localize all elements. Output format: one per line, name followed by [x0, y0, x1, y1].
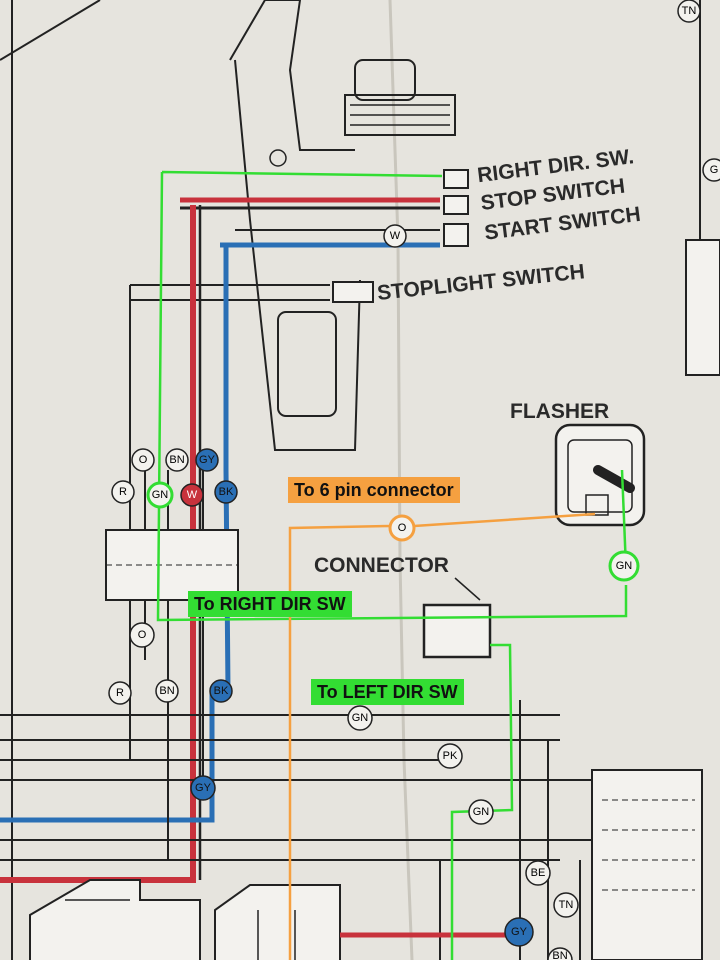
svg-text:TN: TN [559, 899, 574, 911]
wire-circle-o-6pin: O [388, 514, 416, 542]
stoplight-switch-terminal [332, 281, 374, 303]
svg-text:GN: GN [616, 560, 633, 572]
label-flasher: FLASHER [510, 400, 609, 423]
bottom-connector-right [214, 884, 341, 960]
highlight-6pin-path [288, 512, 596, 960]
svg-text:TN: TN [682, 5, 697, 17]
annotation-to-left-dir: To LEFT DIR SW [311, 679, 464, 705]
flasher-unit [554, 423, 646, 527]
right-component-box [591, 769, 703, 960]
wire-circle-r-low: R [108, 681, 132, 705]
wire-diagonal [0, 0, 101, 61]
svg-text:G: G [710, 164, 719, 176]
wire-circle-bn-bottom: BN [547, 947, 573, 960]
svg-text:GY: GY [199, 454, 216, 466]
svg-text:R: R [116, 687, 124, 699]
connector-pointer [454, 577, 481, 601]
svg-text:BE: BE [531, 867, 546, 879]
svg-text:GY: GY [195, 782, 212, 794]
wire-circle-pk: PK [437, 743, 463, 769]
stop-switch-terminal [443, 195, 469, 215]
svg-text:O: O [139, 454, 148, 466]
svg-text:BN: BN [159, 685, 174, 697]
svg-text:O: O [138, 629, 147, 641]
handlebar-switch-housing [229, 0, 456, 451]
svg-text:GN: GN [352, 712, 369, 724]
wire-circle-gn-bottom: GN [468, 799, 494, 825]
wire-circle-tn-top: TN [677, 0, 701, 23]
highlight-right-dir-path [156, 170, 628, 622]
annotation-to-6-pin: To 6 pin connector [288, 477, 460, 503]
annotation-to-right-dir: To RIGHT DIR SW [188, 591, 352, 617]
right-dir-sw-terminal [443, 169, 469, 189]
wire-circle-bn-top: BN [165, 448, 189, 472]
wire-circle-gy-bottom: GY [504, 917, 534, 947]
wire-circle-gy-low: GY [190, 775, 216, 801]
wire-circle-be: BE [525, 860, 551, 886]
svg-text:BK: BK [219, 486, 234, 498]
svg-text:R: R [119, 486, 127, 498]
start-switch-terminal [443, 223, 469, 247]
highlight-left-dir-path [450, 643, 514, 960]
wire-circle-w-bundle: W [180, 483, 204, 507]
svg-text:BN: BN [169, 454, 184, 466]
wire-circle-bk-top: BK [214, 480, 238, 504]
wire-circle-gn-flasher: GN [608, 550, 640, 582]
multi-pin-connector [105, 529, 239, 601]
svg-text:GN: GN [473, 806, 490, 818]
wire-circle-r-top: R [111, 480, 135, 504]
wire-circle-bn-low: BN [155, 679, 179, 703]
wire-circle-gn-low: GN [347, 705, 373, 731]
svg-text:PK: PK [443, 750, 458, 762]
wire-circle-w-start: W [383, 224, 407, 248]
svg-text:BK: BK [214, 685, 229, 697]
wire-circle-g-right: G [702, 158, 720, 182]
wire-circle-tn-bottom: TN [553, 892, 579, 918]
svg-text:GY: GY [511, 926, 528, 938]
label-connector: CONNECTOR [314, 554, 449, 577]
svg-text:BN: BN [552, 950, 567, 960]
wire-circle-gn-top: GN [146, 481, 174, 509]
svg-text:W: W [390, 230, 401, 242]
svg-text:GN: GN [152, 489, 169, 501]
wire-red-main [0, 205, 196, 883]
wire-circle-gy-top: GY [195, 448, 219, 472]
svg-text:O: O [398, 522, 407, 534]
wire-circle-o-top: O [131, 448, 155, 472]
wire-circle-o-mid: O [129, 622, 155, 648]
right-edge-component [685, 0, 720, 376]
wire-circle-bk-low: BK [209, 679, 233, 703]
bottom-connector-left [29, 879, 201, 960]
svg-text:W: W [187, 489, 198, 501]
paper-fold [388, 0, 414, 960]
connector-box [422, 603, 492, 659]
bus-lines [0, 700, 600, 960]
